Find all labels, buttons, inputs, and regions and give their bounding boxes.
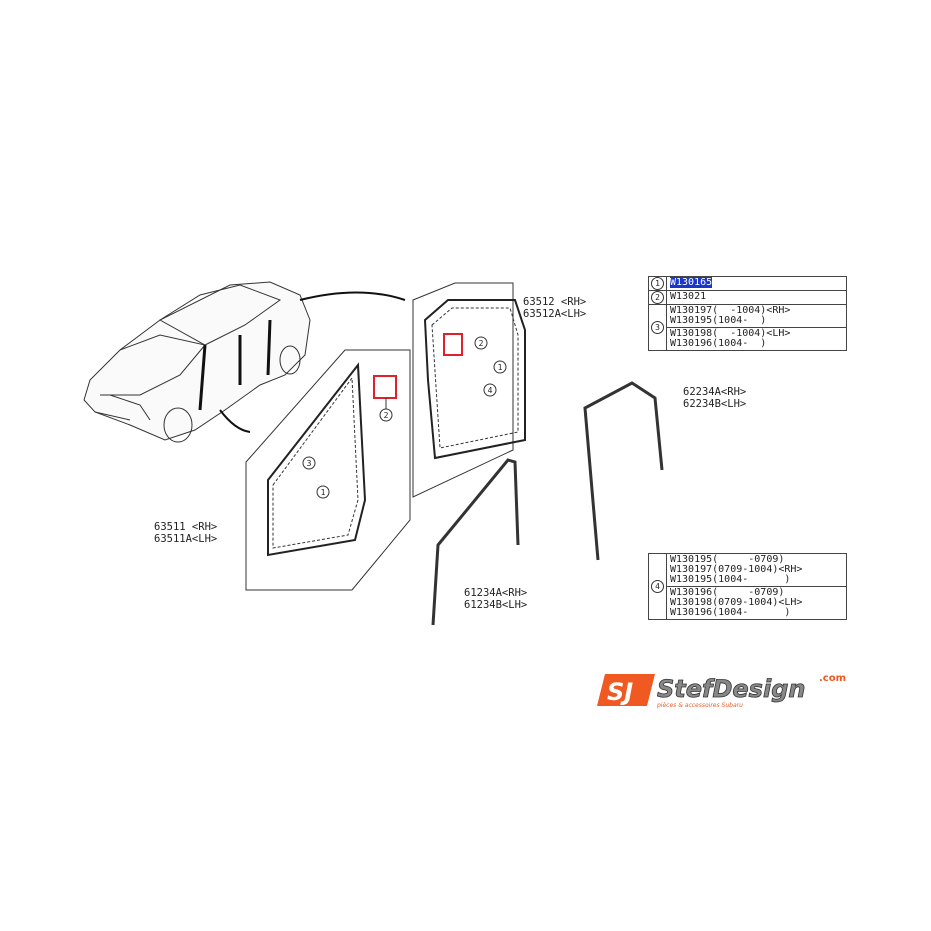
part-number: W130196(1004- ): [670, 607, 791, 618]
part-label: 62234B<LH>: [683, 398, 746, 410]
part-label: 62234A<RH>: [683, 386, 746, 398]
part-label: 61234A<RH>: [464, 587, 527, 599]
table-row: 2 W13021: [649, 290, 846, 304]
part-number: W130196( -0709): [670, 587, 785, 598]
part-number: W130197( -1004)<RH>: [670, 305, 791, 316]
part-number: W130195(1004- ): [670, 574, 791, 585]
rear-door-panel: [412, 282, 526, 498]
part-label: 63512 <RH>: [523, 296, 586, 308]
table-row: 1 W130165: [649, 277, 846, 290]
callout-3: 3: [307, 459, 312, 468]
callout-1: 1: [651, 277, 664, 290]
callout-4: 4: [488, 386, 493, 395]
table-row: 3 W130197( -1004)<RH>W130195(1004- ) W13…: [649, 304, 846, 350]
svg-text:StefDesign: StefDesign: [657, 675, 805, 703]
rear-glass-run: [583, 381, 664, 561]
fastener-table-bottom: 4 W130195( -0709)W130197(0709-1004)<RH>W…: [648, 553, 847, 620]
part-number: W130198( -1004)<LH>: [670, 328, 791, 339]
part-number: W13021: [670, 291, 707, 302]
front-door-panel: [245, 349, 411, 591]
part-number-highlighted: W130165: [670, 277, 713, 288]
callout-1: 1: [498, 363, 503, 372]
svg-text:SJ: SJ: [607, 678, 633, 706]
svg-text:.com: .com: [819, 673, 846, 684]
part-number: W130196(1004- ): [670, 338, 767, 349]
part-label: 63512A<LH>: [523, 308, 586, 320]
table-row: 4 W130195( -0709)W130197(0709-1004)<RH>W…: [649, 554, 846, 619]
part-label: 61234B<LH>: [464, 599, 527, 611]
front-glass-run: [431, 458, 520, 626]
car-illustration: [83, 281, 406, 443]
part-label: 63511A<LH>: [154, 533, 217, 545]
callout-1: 1: [321, 488, 326, 497]
callout-2: 2: [651, 291, 664, 304]
part-number: W130198(0709-1004)<LH>: [670, 597, 803, 608]
fastener-table-top: 1 W130165 2 W13021 3 W130197( -1004)<RH>…: [648, 276, 847, 351]
highlight-box: [373, 375, 397, 399]
callout-4: 4: [651, 580, 664, 593]
callout-markers: [302, 336, 507, 499]
callout-3: 3: [651, 321, 664, 334]
part-label: 63511 <RH>: [154, 521, 217, 533]
callout-2: 2: [384, 411, 389, 420]
stefdesign-logo: SJ StefDesign .com pièces & accessoires …: [597, 673, 846, 709]
highlight-box: [443, 333, 463, 356]
part-number: W130197(0709-1004)<RH>: [670, 564, 803, 575]
part-number: W130195( -0709): [670, 554, 785, 565]
part-number: W130195(1004- ): [670, 315, 767, 326]
svg-text:pièces & accessoires Subaru: pièces & accessoires Subaru: [656, 702, 743, 709]
callout-2: 2: [479, 339, 484, 348]
